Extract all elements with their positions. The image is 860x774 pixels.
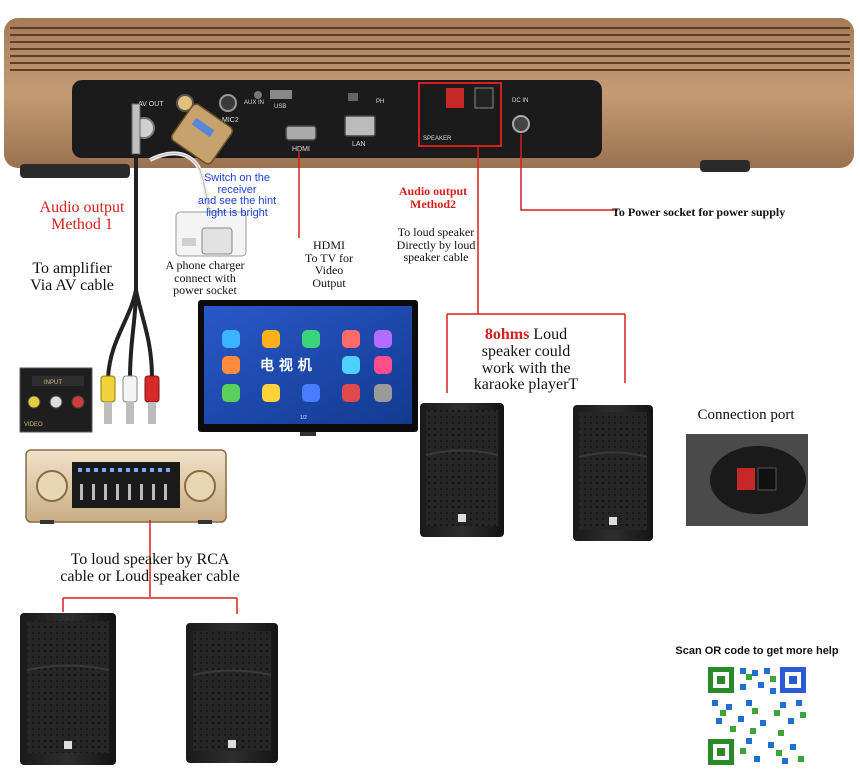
label-power-socket: To Power socket for power supply [612,205,786,219]
hdmi-port-icon [285,125,317,141]
foot-right [700,160,750,172]
dc-in-jack-icon [512,115,530,133]
mic2-jack-icon [219,94,237,112]
port-label-speaker: SPEAKER [423,136,452,142]
tv: 电 视 机 1/2 [198,300,418,436]
red-connector-lines [62,134,626,614]
speaker-port-highlight [418,82,502,147]
amplifier [25,449,227,524]
speaker-terminal-black-icon [474,87,494,109]
label-audio-output-method2: Audio output Method2 [398,184,468,211]
port-label-lan: LAN [352,141,366,148]
tv-app-icons [222,330,392,402]
amp-input-yellow-jack-icon [27,395,41,409]
label-to-amplifier: To amplifier Via AV cable [30,260,114,294]
speaker-bottom-1 [20,613,116,765]
amp-input-label: INPUT [44,380,62,386]
port-label-hdmi: HDMI [292,146,310,153]
label-speaker-compat-rest: Loud speaker could work with the karaoke… [473,326,579,394]
speaker-right-1 [420,403,504,537]
port-label-usb: USB [274,104,286,110]
speaker-terminal-red-icon [446,88,464,108]
vent-slots [10,27,850,71]
port-black-terminal-icon [757,467,777,491]
label-scan-qr: Scan OR code to get more help [675,645,839,657]
amp-input-white-jack-icon [49,395,63,409]
qr-code [705,664,809,768]
antenna-jack-icon [176,94,194,112]
port-label-dc-in: DC IN [512,98,528,104]
aux-in-jack-icon [254,91,262,99]
amp-input-panel: INPUT VIDEO [19,367,93,433]
connection-port-photo [686,434,808,526]
rca-plug-yellow-icon [100,375,116,403]
speaker-logo-icon [228,740,236,748]
phone-charger [175,211,247,257]
label-hdmi-to-tv: HDMI To TV for Video Output [304,238,354,290]
lan-port-icon [344,115,376,137]
av-cable [100,103,160,424]
amp-input-red-jack-icon [71,395,85,409]
amp-knob-left-icon [36,470,68,502]
label-speaker-ohms: 8ohms [484,326,530,343]
usb-port-icon [270,90,292,99]
label-connection-port: Connection port [697,407,795,423]
port-label-mic2: MIC2 [222,117,239,124]
rca-plug-white-icon [122,375,138,403]
rca-plug-red-icon [144,375,160,403]
label-speaker-compat: 8ohms Loud speaker could work with the k… [456,326,596,394]
speaker-logo-icon [609,517,617,525]
port-label-av-out: AV OUT [138,101,164,108]
port-label-ph: PH [376,99,384,105]
label-to-loud-speaker-rca: To loud speaker by RCA cable or Loud spe… [60,551,240,585]
label-audio-output-method1: Audio output Method 1 [39,199,125,233]
port-label-aux-in: AUX IN [244,100,264,106]
tv-brand-text: 电 视 机 [260,357,312,374]
speaker-logo-icon [458,514,466,522]
label-phone-charger: A phone charger connect with power socke… [165,258,245,298]
speaker-right-2 [573,405,653,541]
tv-page-indicator: 1/2 [300,415,307,421]
speaker-bottom-2 [186,623,278,763]
foot-left [20,164,130,178]
ph-port-icon [348,93,358,101]
label-to-loud-speaker-direct: To loud speaker Directly by loud speaker… [396,225,476,265]
amp-video-label: VIDEO [24,422,43,428]
label-switch-receiver: Switch on the receiver and see the hint … [197,172,277,219]
wireless-receiver [170,103,234,165]
port-red-terminal-icon [737,468,755,490]
speaker-logo-icon [64,741,72,749]
amp-knob-right-icon [184,470,216,502]
